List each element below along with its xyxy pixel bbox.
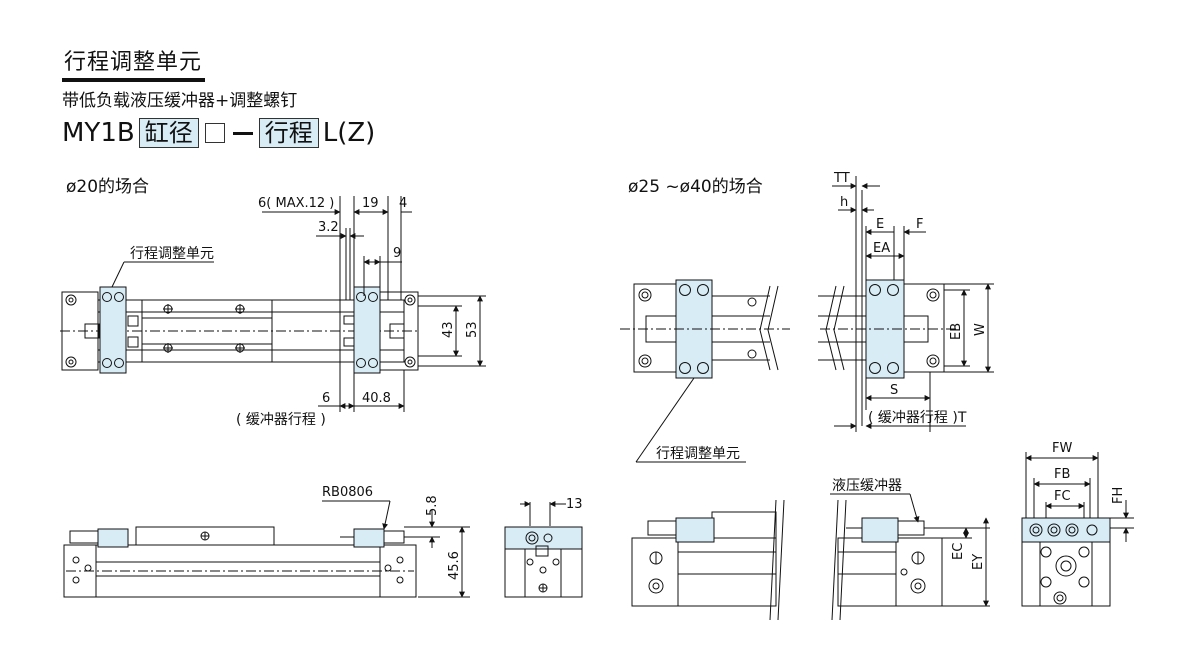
dim-4: 4 (399, 196, 407, 211)
dim-13: 13 (566, 497, 583, 512)
dim-43: 43 (441, 321, 456, 338)
left-section-title: ø20的场合 (66, 177, 150, 197)
rb-model-label: RB0806 (322, 485, 373, 500)
right-stroke-label: ( 缓冲器行程 )T (868, 410, 967, 426)
right-front-view-b (830, 493, 990, 621)
model-code: MY1B 缸径 行程 L(Z) (62, 118, 375, 148)
dim-40-8: 40.8 (362, 391, 391, 406)
model-dash (232, 131, 253, 135)
right-unit-label: 行程调整单元 (656, 446, 740, 462)
dim-19: 19 (362, 196, 379, 211)
model-suffix: L(Z) (322, 118, 376, 148)
dim-EA: EA (873, 241, 890, 256)
right-top-view-b (818, 176, 994, 432)
dim-3-2: 3.2 (318, 220, 339, 235)
right-side-view (1021, 452, 1134, 607)
page-subtitle: 带低负载液压缓冲器+调整螺钉 (62, 91, 298, 111)
absorber-label: 液压缓冲器 (832, 478, 902, 494)
title-underline (62, 78, 205, 82)
right-top-view-a (620, 279, 790, 463)
dim-FH: FH (1111, 487, 1126, 504)
model-stroke-box: 行程 (258, 118, 319, 148)
model-prefix: MY1B (62, 118, 135, 148)
dim-E: E (876, 217, 884, 232)
dim-6: 6 (322, 391, 330, 406)
dim-F: F (916, 217, 923, 232)
dim-FC: FC (1054, 489, 1071, 504)
dim-5-8: 5.8 (425, 495, 440, 516)
dim-TT: TT (833, 171, 850, 186)
left-front-view (63, 500, 470, 598)
left-side-view (504, 501, 583, 598)
dim-EY: EY (971, 554, 986, 570)
dim-W: W (973, 323, 988, 336)
model-bore-box: 缸径 (138, 118, 199, 148)
right-section-title: ø25 ~ø40的场合 (628, 177, 763, 197)
right-front-view-a (631, 499, 785, 621)
dim-EC: EC (951, 543, 966, 560)
dim-9: 9 (393, 246, 401, 261)
dim-FW: FW (1052, 441, 1072, 456)
dim-FB: FB (1054, 467, 1070, 482)
dim-45-6: 45.6 (447, 551, 462, 580)
model-option-square (204, 123, 225, 143)
table-bolt-icon (163, 304, 245, 353)
dim-S: S (890, 383, 898, 398)
dim-EB: EB (949, 323, 964, 340)
dim-53: 53 (465, 321, 480, 338)
dim-6-max: 6( MAX.12 ) (258, 196, 334, 211)
dim-h: h (840, 195, 848, 210)
left-stroke-label: ( 缓冲器行程 ) (236, 412, 326, 428)
left-top-view (60, 196, 486, 412)
left-unit-label: 行程调整单元 (130, 246, 214, 262)
page-title: 行程调整单元 (64, 50, 203, 75)
